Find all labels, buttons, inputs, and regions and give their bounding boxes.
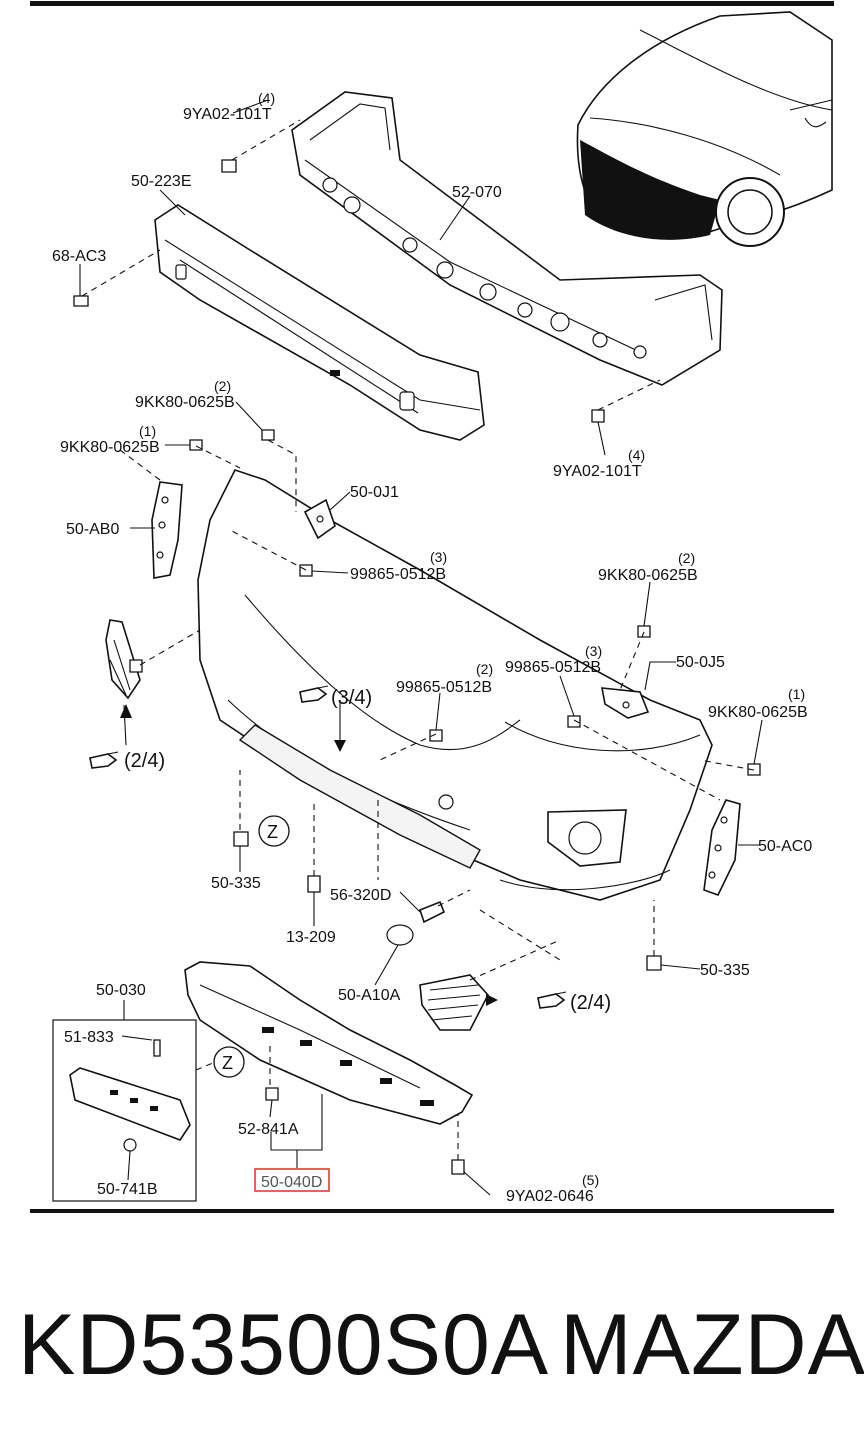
part-label: 50-223E <box>131 173 192 190</box>
quantity-label: (4) <box>628 447 645 463</box>
part-label: 99865-0512B <box>396 679 492 696</box>
part-label: 9YA02-0646 <box>506 1188 594 1205</box>
arrow-up-icon <box>120 704 132 718</box>
arrow-down-icon <box>334 740 346 752</box>
energy-absorber <box>154 204 485 441</box>
car-silhouette <box>576 11 833 247</box>
part-label: 50-A10A <box>338 987 401 1004</box>
brand-name: MAZDA <box>560 1297 864 1393</box>
parts-diagram: (4) 9YA02-101T 50-223E 52-070 68-AC3 (2)… <box>52 11 833 1205</box>
quantity-label: (4) <box>258 90 275 106</box>
part-label: 52-070 <box>452 184 502 201</box>
part-label: 9YA02-101T <box>553 463 642 480</box>
part-label: 56-320D <box>330 887 391 904</box>
z-reference-circle <box>213 1046 245 1078</box>
page-reference: (2/4) <box>570 992 611 1014</box>
fastener-bolts <box>73 159 761 1175</box>
quantity-label: (1) <box>139 423 156 439</box>
part-label: 50-0J5 <box>676 654 725 671</box>
part-label: 99865-0512B <box>350 566 446 583</box>
cover-56-320d <box>419 900 446 924</box>
quantity-label: (2) <box>214 378 231 394</box>
part-label: 50-030 <box>96 982 146 999</box>
fog-lamp-garnish-left <box>105 619 141 700</box>
part-label: 50-0J1 <box>350 484 399 501</box>
hand-pointer-icon <box>537 991 567 1009</box>
z-reference-circle <box>258 815 290 847</box>
quantity-label: (2) <box>476 661 493 677</box>
quantity-label: (3) <box>585 643 602 659</box>
part-label: 50-335 <box>700 962 750 979</box>
part-label: 99865-0512B <box>505 659 601 676</box>
bumper-reinforcement <box>291 91 723 386</box>
footer: KD53500S0A MAZDA <box>0 1290 864 1400</box>
part-label: 50-741B <box>97 1181 158 1198</box>
quantity-label: (5) <box>582 1172 599 1188</box>
bottom-rule <box>30 1209 834 1213</box>
part-label: 13-209 <box>286 929 336 946</box>
part-label: 52-841A <box>238 1121 299 1138</box>
part-label: 51-833 <box>64 1029 114 1046</box>
page-reference: (2/4) <box>124 750 165 772</box>
part-label: 9KK80-0625B <box>135 394 235 411</box>
side-bracket-left <box>151 481 183 579</box>
part-number: KD53500S0A <box>18 1297 550 1393</box>
bracket-50-0j1 <box>303 498 336 540</box>
quantity-label: (3) <box>430 549 447 565</box>
part-label: 50-AB0 <box>66 521 119 538</box>
part-label: 50-335 <box>211 875 261 892</box>
hand-pointer-icon <box>89 751 119 769</box>
part-label: 68-AC3 <box>52 248 106 265</box>
quantity-label: (1) <box>788 686 805 702</box>
z-reference-label: Z <box>222 1053 233 1073</box>
page-reference: (3/4) <box>331 687 372 709</box>
top-rule <box>30 1 834 6</box>
bumper-fascia <box>197 469 713 901</box>
leader-lines <box>79 99 763 1196</box>
part-label: 9KK80-0625B <box>708 704 808 721</box>
cap-50-741b <box>123 1138 137 1152</box>
bracket-50-0j5 <box>601 687 650 719</box>
under-cover <box>184 961 474 1125</box>
fog-lamp-grille <box>419 974 489 1031</box>
z-reference-label: Z <box>267 822 278 842</box>
part-label: 9KK80-0625B <box>60 439 160 456</box>
part-label: 50-AC0 <box>758 838 812 855</box>
part-label: 9KK80-0625B <box>598 567 698 584</box>
side-bracket-right <box>703 799 741 896</box>
part-label-highlighted: 50-040D <box>261 1174 322 1191</box>
quantity-label: (2) <box>678 550 695 566</box>
tow-hook-cap <box>386 924 414 946</box>
highlight-box <box>254 1168 330 1192</box>
part-label: 9YA02-101T <box>183 106 272 123</box>
part-labels: (4) 9YA02-101T 50-223E 52-070 68-AC3 (2)… <box>52 90 812 1205</box>
hand-pointer-icon <box>299 685 329 703</box>
license-bracket <box>69 1067 191 1141</box>
arrow-right-icon <box>486 994 498 1006</box>
